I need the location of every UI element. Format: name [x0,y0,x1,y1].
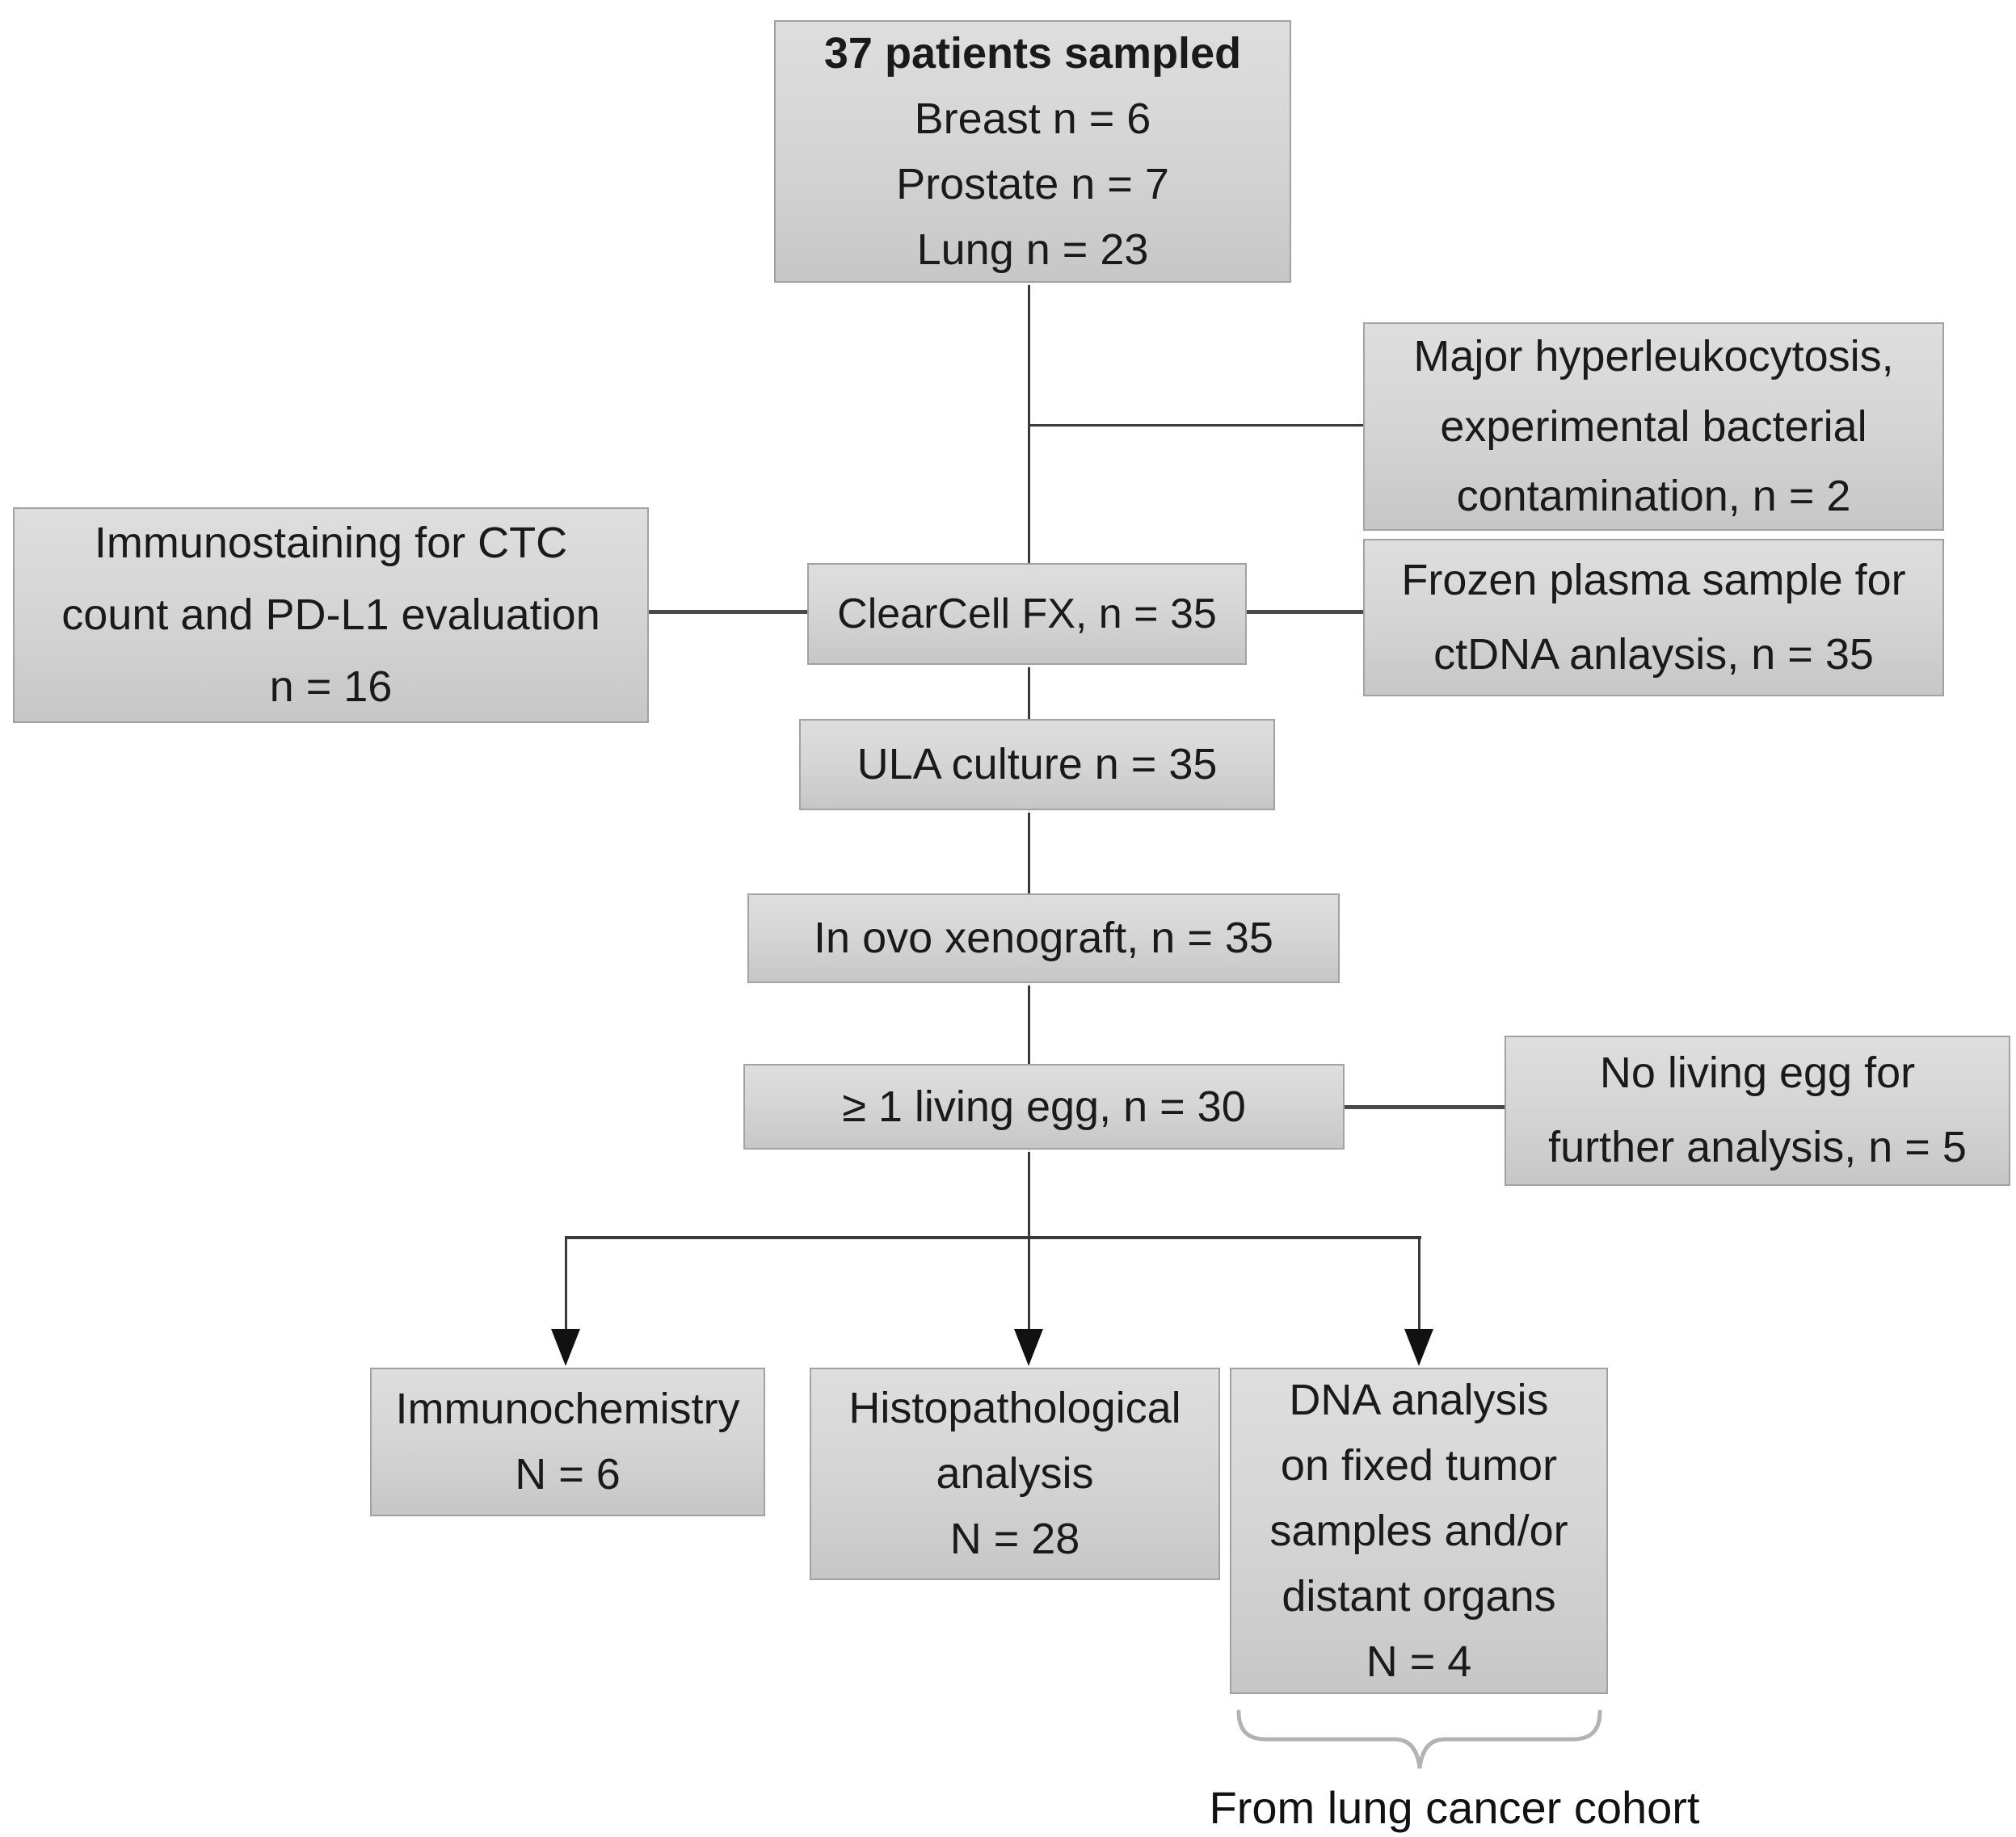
node-patients-sampled: 37 patients sampled Breast n = 6 Prostat… [774,20,1291,283]
connector-ula-to-inovo [1028,810,1030,893]
node-text-line: Lung n = 23 [916,225,1149,274]
node-ula-culture: ULA culture n = 35 [799,719,1275,810]
node-no-living-egg: No living egg for further analysis, n = … [1505,1036,2010,1186]
node-text-line: Major hyperleukocytosis, [1413,332,1894,381]
node-text-line: analysis [936,1449,1094,1498]
caption-from-lung-cancer-cohort: From lung cancer cohort [1209,1782,1700,1833]
node-text-line: DNA analysis [1289,1375,1549,1424]
node-text-line: n = 16 [269,662,393,712]
node-frozen-plasma: Frozen plasma sample for ctDNA anlaysis,… [1363,539,1944,696]
node-text-line: No living egg for [1599,1049,1916,1098]
connector-clearcell-to-ula [1028,665,1030,719]
node-text-line: further analysis, n = 5 [1548,1123,1967,1171]
connector-clearcell-to-immunostaining [649,610,807,614]
node-text-line: Frozen plasma sample for [1401,555,1906,604]
node-text-line: Breast n = 6 [914,94,1151,143]
node-text-line: samples and/or [1269,1506,1568,1555]
arrow-stem-left [565,1236,567,1330]
node-text-line: contamination, n = 2 [1456,472,1851,521]
node-text-line: experimental bacterial [1440,401,1867,451]
node-immunochemistry: Immunochemistry N = 6 [370,1368,765,1516]
connector-inovo-to-living-egg [1028,983,1030,1064]
node-text-line: N = 4 [1366,1637,1472,1686]
node-in-ovo-xenograft: In ovo xenograft, n = 35 [747,893,1340,983]
connector-living-egg-to-splitter [1028,1150,1030,1238]
node-text-line: count and PD-L1 evaluation [61,590,600,639]
node-dna-analysis: DNA analysis on fixed tumor samples and/… [1230,1368,1608,1694]
underbrace-icon [1236,1709,1602,1769]
node-text-line: 37 patients sampled [823,28,1242,78]
connector-branch-to-exclusion [1028,424,1363,427]
node-text-line: Immunostaining for CTC [94,518,568,567]
arrow-down-icon [1404,1329,1433,1366]
connector-splitter-bar [565,1236,1421,1239]
node-clearcell-fx: ClearCell FX, n = 35 [807,563,1247,665]
node-text-line: In ovo xenograft, n = 35 [814,914,1273,962]
node-text-line: ≥ 1 living egg, n = 30 [842,1082,1246,1131]
node-text-line: ULA culture n = 35 [856,740,1218,788]
node-text-line: ctDNA anlaysis, n = 35 [1433,629,1874,679]
node-histopathological-analysis: Histopathological analysis N = 28 [810,1368,1220,1580]
connector-clearcell-to-frozen-plasma [1247,610,1363,614]
node-immunostaining: Immunostaining for CTC count and PD-L1 e… [13,507,649,723]
node-text-line: Prostate n = 7 [896,159,1169,208]
node-text-line: Immunochemistry [395,1385,740,1433]
connector-living-egg-to-no-living-egg [1345,1105,1505,1109]
node-text-line: N = 28 [949,1515,1080,1563]
node-exclusion-contamination: Major hyperleukocytosis, experimental ba… [1363,322,1944,531]
connector-patients-to-clearcell [1028,283,1030,563]
node-text-line: Histopathological [848,1384,1181,1432]
arrow-stem-center [1028,1236,1030,1330]
arrow-down-icon [1014,1329,1043,1366]
node-text-line: N = 6 [515,1450,621,1499]
node-text-line: ClearCell FX, n = 35 [837,591,1217,637]
arrow-down-icon [551,1329,580,1366]
node-text-line: distant organs [1282,1571,1556,1621]
node-living-egg: ≥ 1 living egg, n = 30 [743,1064,1345,1150]
node-text-line: on fixed tumor [1280,1440,1558,1490]
arrow-stem-right [1418,1236,1420,1330]
